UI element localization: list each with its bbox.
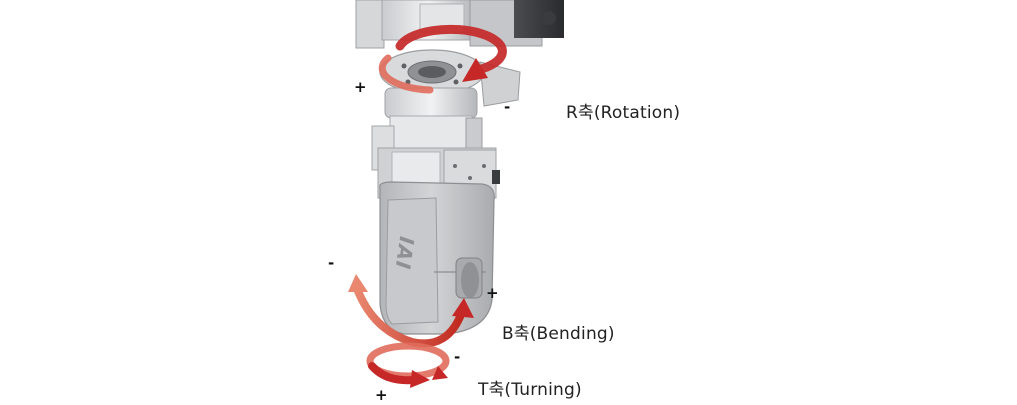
upper-housing [355, 0, 564, 49]
rotation-flange [371, 49, 521, 171]
r-axis-plus-sign: + [354, 78, 367, 96]
b-axis-minus-sign: - [328, 254, 335, 272]
bending-link-body [379, 181, 495, 335]
t-axis-turning-arrow [366, 342, 450, 388]
r-axis-minus-sign: - [504, 98, 511, 116]
t-axis-plus-sign: + [375, 386, 388, 404]
r-axis-label: R축(Rotation) [566, 103, 681, 123]
t-axis-minus-sign: - [454, 348, 461, 366]
b-axis-label: B축(Bending) [502, 324, 615, 344]
b-axis-bending-arrow [348, 274, 474, 348]
b-axis-plus-sign: + [486, 284, 499, 302]
t-axis-label: T축(Turning) [478, 380, 582, 400]
r-axis-rotation-arrow [378, 24, 507, 94]
